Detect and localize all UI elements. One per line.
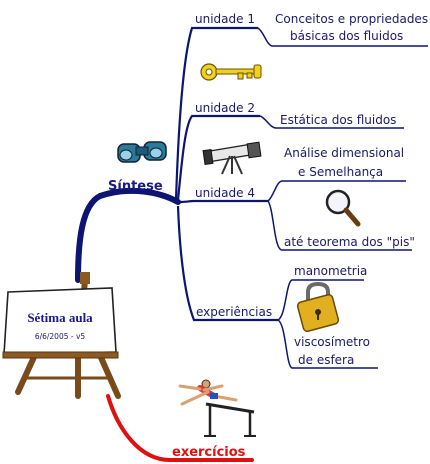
- branch-label-unidade-2[interactable]: unidade 2: [195, 101, 255, 115]
- binoculars-icon: [117, 141, 167, 163]
- subbranch-line-unidade-1: [257, 27, 428, 47]
- easel-icon: [2, 272, 121, 399]
- trunk-branch: [75, 187, 181, 283]
- branch-line-unidade-2: [176, 114, 260, 201]
- branch-label-experiencias[interactable]: experiências: [196, 305, 272, 319]
- topic-unidade-4-line-1[interactable]: Análise dimensional: [284, 146, 404, 160]
- exercises-label[interactable]: exercícios: [172, 445, 246, 460]
- branch-line-unidade-4: [179, 199, 268, 204]
- topic-unidade-4-line-3[interactable]: até teorema dos "pis": [284, 235, 415, 249]
- topic-unidade-4-line-2[interactable]: e Semelhança: [298, 165, 383, 179]
- subbranch-line-unidade-2: [259, 115, 404, 129]
- telescope-icon: [202, 141, 262, 175]
- magnifier-icon: [325, 189, 361, 227]
- branch-line-exercicios: [106, 394, 254, 462]
- topic-unidade-1-line-2[interactable]: básicas dos fluidos: [290, 29, 403, 43]
- synthesis-label[interactable]: Síntese: [108, 179, 163, 194]
- hurdler-icon: [178, 379, 256, 437]
- topic-unidade-1-line-1[interactable]: Conceitos e propriedades: [275, 12, 428, 26]
- central-subtitle: 6/6/2005 - v5: [35, 332, 86, 341]
- branch-lines: [75, 26, 428, 462]
- subbranch-line-exp-top: [277, 279, 364, 321]
- subbranch-line-unidade-4-top: [267, 180, 406, 202]
- topic-experiencias-line-2[interactable]: viscosímetro: [294, 335, 370, 349]
- topic-unidade-2[interactable]: Estática dos fluidos: [280, 113, 396, 127]
- topic-experiencias-line-3[interactable]: de esfera: [298, 353, 354, 367]
- central-title[interactable]: Sétima aula: [27, 310, 93, 325]
- branch-label-unidade-1[interactable]: unidade 1: [195, 12, 255, 26]
- branch-label-unidade-4[interactable]: unidade 4: [195, 186, 255, 200]
- subbranch-line-exp-bottom: [277, 319, 378, 369]
- key-icon: [200, 63, 262, 81]
- branch-labels: unidade 1 Conceitos e propriedades básic…: [108, 12, 428, 460]
- padlock-icon: [296, 281, 340, 332]
- subbranch-line-unidade-4-bottom: [267, 200, 412, 251]
- branch-line-experiencias: [176, 205, 278, 322]
- branch-line-unidade-1: [174, 26, 258, 201]
- topic-experiencias-line-1[interactable]: manometria: [294, 264, 367, 278]
